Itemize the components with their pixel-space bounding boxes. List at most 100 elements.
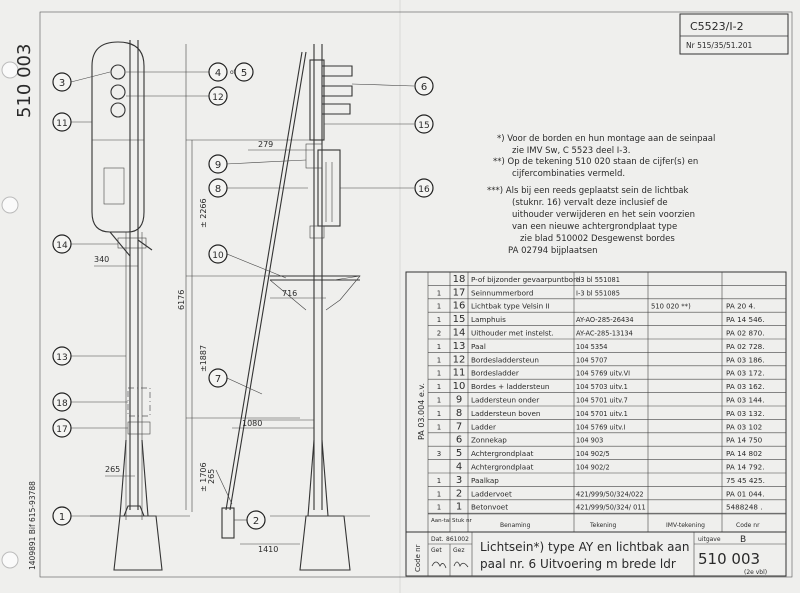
table-cell-code: PA 14 546. (726, 315, 765, 324)
doc-ref: Nr 515/35/51.201 (686, 41, 752, 50)
table-cell-tek: 104 903 (576, 437, 603, 445)
punch-hole (1, 551, 19, 569)
svg-text:3: 3 (59, 78, 65, 89)
table-cell-desc: Bordesladder (471, 369, 519, 378)
note-line: (stuknr. 16) vervalt deze inclusief de (512, 198, 668, 208)
table-cell-code: PA 14 802 (726, 449, 762, 458)
ladder (225, 51, 303, 511)
table-cell-qty: 1 (437, 490, 441, 498)
table-cell-nr: 1 (456, 502, 462, 513)
dim-1706: ± 1706 (199, 462, 208, 492)
table-cell-qty: 1 (437, 316, 441, 324)
dim-1887: ±1887 (199, 345, 208, 372)
dim-265-right: 265 (207, 469, 216, 484)
light-box (91, 140, 145, 233)
drawing-notes: *) Voor de borden en hun montage aan de … (487, 134, 715, 256)
parts-table: PA 03.004 e.v. Aan-tal Stuk nr Benaming … (405, 271, 787, 533)
table-cell-tek: I-3 bl 551085 (576, 289, 620, 297)
table-cell-tek: 104 5769 uitv.I (576, 423, 626, 431)
callout-8 (208, 154, 228, 174)
table-cell-code: PA 03 186. (726, 355, 765, 364)
light-box-window (103, 167, 125, 205)
col-tekening: Tekening (589, 522, 617, 529)
table-cell-desc: Paal (471, 342, 486, 351)
col-benaming: Benaming (500, 522, 531, 529)
doc-code: C5523/I-2 (690, 20, 744, 33)
uitgave-value: B (740, 535, 746, 545)
table-cell-qty: 3 (437, 450, 441, 458)
punch-hole (1, 61, 19, 79)
svg-text:10: 10 (212, 251, 224, 261)
title-line-2: paal nr. 6 Uitvoering m brede ldr (480, 557, 676, 571)
table-cell-nr: 14 (453, 328, 466, 339)
ladder-foot (221, 507, 235, 539)
dim-716: 716 (282, 289, 297, 298)
table-cell-desc: Laddervoet (471, 489, 512, 498)
callout-2 (246, 510, 266, 530)
table-cell-nr: 5 (456, 448, 462, 459)
table-cell-code: 75 45 425. (726, 476, 765, 485)
table-cell-code: PA 03 144. (726, 396, 765, 405)
table-cell-qty: 1 (437, 370, 441, 378)
svg-text:16: 16 (418, 185, 430, 195)
svg-text:2: 2 (253, 516, 259, 527)
table-cell-qty: 2 (437, 330, 441, 338)
svg-text:5: 5 (241, 68, 247, 79)
table-cell-code: PA 14 750 (726, 436, 763, 445)
note-line: *) Voor de borden en hun montage aan de … (497, 134, 715, 144)
callout-12 (208, 86, 228, 106)
svg-text:9: 9 (215, 160, 221, 171)
table-cell-tek: 104 5769 uitv.VI (576, 370, 630, 378)
table-cell-code: PA 03 172. (726, 369, 765, 378)
callout-6 (414, 76, 434, 96)
table-cell-tek: 421/999/50/324/022 (576, 490, 644, 498)
table-cell-qty: 1 (437, 504, 441, 512)
table-cell-code: PA 02 728. (726, 342, 765, 351)
table-cell-desc: Ladder (471, 422, 496, 431)
table-cell-desc: Zonnekap (471, 436, 507, 445)
table-cell-nr: 11 (453, 368, 466, 379)
table-cell-desc: Lichtbak type Velsin II (471, 302, 550, 311)
callouts-left: 3 11 4 of 5 12 14 13 18 17 1 (52, 62, 254, 526)
note-line: PA 02794 bijplaatsen (508, 246, 598, 256)
note-line: cijfercombinaties vermeld. (512, 169, 625, 179)
callout-17 (52, 418, 72, 438)
callout-3 (52, 72, 72, 92)
table-cell-qty: 1 (437, 410, 441, 418)
uitgave-label: uitgave (698, 536, 721, 543)
get-label: Get (431, 547, 442, 554)
callout-16 (414, 178, 434, 198)
dat-label: Dat. (431, 536, 444, 543)
svg-text:14: 14 (56, 241, 68, 251)
table-cell-nr: 13 (453, 341, 466, 352)
note-line: van een nieuwe achtergrondplaat type (512, 222, 677, 232)
table-cell-desc: Laddersteun boven (471, 409, 540, 418)
table-cell-desc: P-of bijzonder gevaarpuntbord (471, 275, 580, 284)
table-cell-desc: Achtergrondplaat (471, 449, 534, 458)
table-cell-nr: 10 (453, 381, 466, 392)
svg-text:7: 7 (215, 374, 221, 385)
svg-text:8: 8 (215, 184, 221, 195)
title-block: Code nr Dat. 861002 Get Gez Lichtsein*) … (405, 531, 787, 577)
table-cell-qty: 1 (437, 343, 441, 351)
table-cell-code: PA 14 792. (726, 463, 765, 472)
col-aantal: Aan-tal (431, 518, 451, 524)
signature-get (431, 561, 447, 569)
callout-14 (52, 234, 72, 254)
sheet-border (39, 11, 793, 578)
svg-text:13: 13 (56, 353, 67, 363)
table-cell-desc: Achtergrondplaat (471, 463, 534, 472)
table-cell-desc: Betonvoet (471, 503, 508, 512)
table-cell-qty: 1 (437, 397, 441, 405)
drawing-number: 510 003 (698, 550, 760, 568)
svg-text:15: 15 (418, 121, 429, 131)
table-cell-code: PA 02 870. (726, 329, 765, 338)
side-view-drawing: 279 716 1080 265 1410 (207, 44, 370, 571)
lamp-middle (110, 84, 126, 100)
table-cell-nr: 9 (456, 395, 462, 406)
dim-1410: 1410 (258, 545, 278, 554)
col-imv: IMV-tekening (666, 522, 705, 529)
dim-2266: ± 2266 (199, 198, 208, 228)
table-cell-tek: 104 5701 uitv.7 (576, 397, 628, 405)
